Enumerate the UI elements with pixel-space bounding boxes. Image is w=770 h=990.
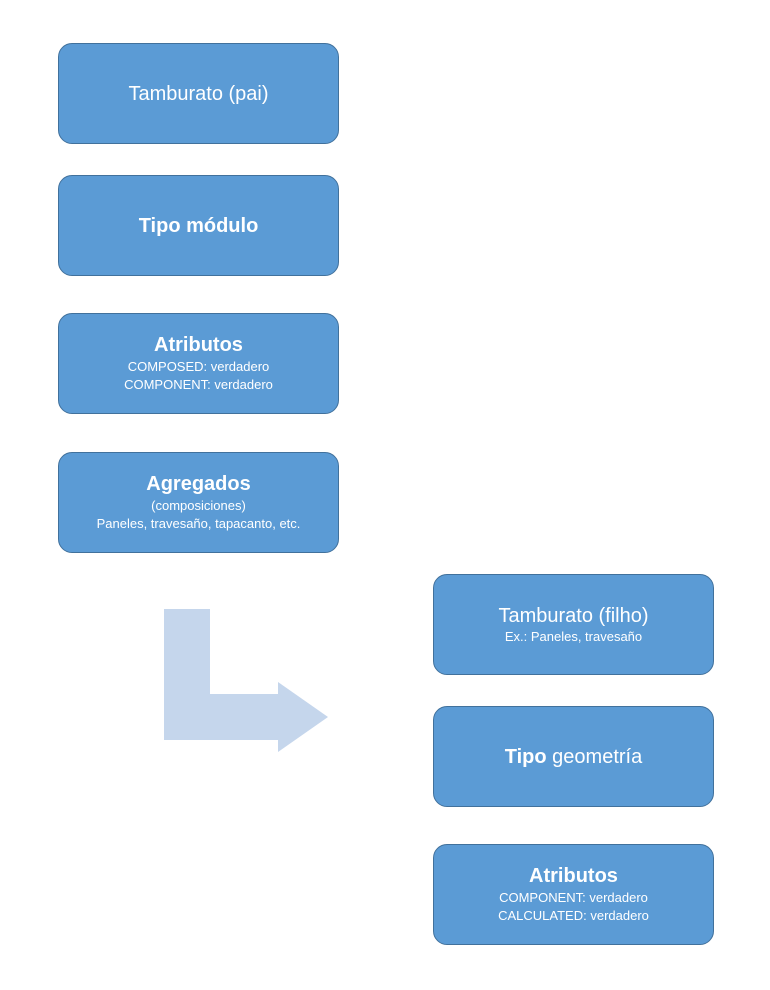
parent-aggregates-box: Agregados (composiciones) Paneles, trave… <box>58 452 339 553</box>
child-subtitle: Ex.: Paneles, travesaño <box>504 628 643 644</box>
child-attributes-box: Atributos COMPONENT: verdadero CALCULATE… <box>433 844 714 945</box>
parent-attributes-box: Atributos COMPOSED: verdadero COMPONENT:… <box>58 313 339 414</box>
parent-aggregates-line: Paneles, travesaño, tapacanto, etc. <box>96 516 301 531</box>
child-type-bold: Tipo <box>504 745 547 768</box>
child-attribute-line: COMPONENT: verdadero <box>499 890 648 905</box>
child-type-box: Tipo geometría <box>433 706 714 807</box>
parent-type-box: Tipo módulo <box>58 175 339 276</box>
parent-title: Tamburato (pai) <box>128 82 269 105</box>
parent-aggregates-title: Agregados <box>146 473 251 495</box>
parent-attribute-line: COMPOSED: verdadero <box>127 359 270 374</box>
parent-type-label: Tipo módulo <box>138 214 259 237</box>
parent-title-box: Tamburato (pai) <box>58 43 339 144</box>
child-type-label: Tipo geometría <box>505 745 642 769</box>
child-attributes-title: Atributos <box>529 865 618 887</box>
child-title-box: Tamburato (filho) Ex.: Paneles, travesañ… <box>433 574 714 675</box>
parent-attributes-title: Atributos <box>154 334 243 356</box>
parent-attribute-line: COMPONENT: verdadero <box>124 377 273 392</box>
bent-arrow-shape <box>164 609 328 752</box>
child-type-rest: geometría <box>546 745 643 768</box>
child-attribute-line: CALCULATED: verdadero <box>498 908 649 923</box>
child-title: Tamburato (filho) <box>498 604 649 627</box>
parent-aggregates-line: (composiciones) <box>151 498 246 513</box>
